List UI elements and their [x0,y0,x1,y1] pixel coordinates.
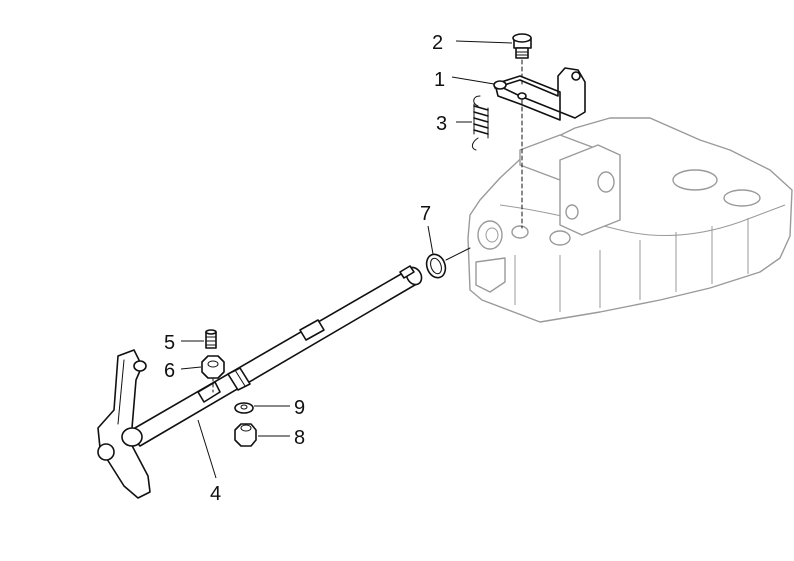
callout-5: 5 [164,332,175,354]
part-1-bracket [493,67,586,229]
part-7-o-ring [425,247,471,279]
callout-8: 8 [294,427,305,449]
part-5-set-screw [205,329,217,349]
gear-housing [467,117,793,323]
part-6-nut [201,355,225,393]
callout-3: 3 [436,113,447,135]
callout-1: 1 [434,69,445,91]
callout-6: 6 [164,360,175,382]
part-8-bolt [234,423,257,447]
callout-7: 7 [420,203,431,225]
callout-4: 4 [210,483,221,505]
part-2-screw [512,33,532,85]
callout-9: 9 [294,397,305,419]
part-3-spring [471,95,489,151]
part-4-shaft-lever [97,265,423,499]
part-9-washer [234,402,254,414]
leader-lines [180,40,513,479]
callout-labels: 2 1 3 7 5 6 9 8 4 [164,32,447,505]
callout-2: 2 [432,32,443,54]
